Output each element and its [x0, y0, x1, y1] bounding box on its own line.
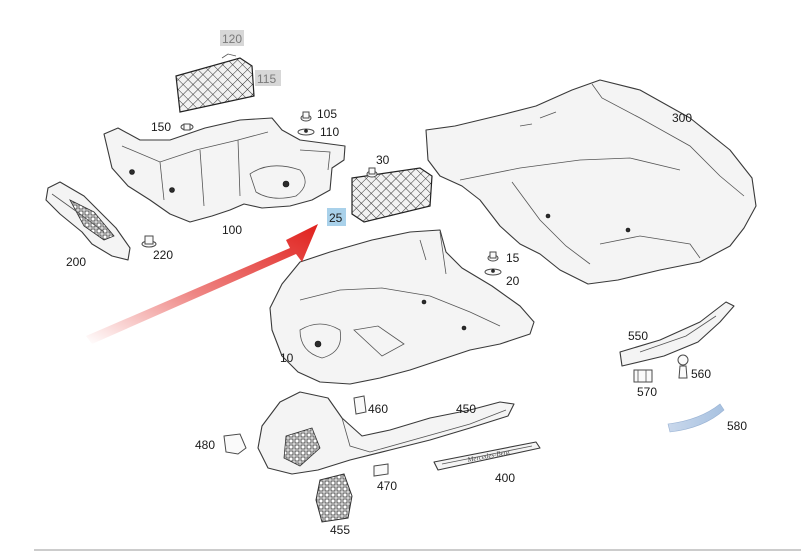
- callout-550[interactable]: 550: [628, 329, 648, 343]
- red-pointer-arrow: [86, 224, 318, 344]
- fastener-110: [297, 128, 315, 136]
- callout-455[interactable]: 455: [330, 523, 350, 537]
- part-25-mesh-pocket: [351, 167, 433, 223]
- callout-480[interactable]: 480: [195, 438, 215, 452]
- part-455-grid-cover: [315, 473, 353, 523]
- callout-15[interactable]: 15: [506, 251, 520, 265]
- part-200-side-trim: [45, 181, 131, 261]
- callout-115[interactable]: 115: [257, 72, 276, 86]
- callout-300[interactable]: 300: [672, 111, 692, 125]
- part-400-sill-plate: Mercedes-Benz: [433, 441, 541, 471]
- callout-120-box: [220, 30, 244, 46]
- callout-115-box: [255, 70, 281, 86]
- callout-460[interactable]: 460: [368, 402, 388, 416]
- callout-560[interactable]: 560: [691, 367, 711, 381]
- part-480-clip: [223, 433, 247, 455]
- callout-20[interactable]: 20: [506, 274, 520, 288]
- callout-200[interactable]: 200: [66, 255, 86, 269]
- part-560-clip: [677, 354, 689, 379]
- part-460-clip: [353, 395, 367, 415]
- part-550-rear-sill: [619, 301, 735, 367]
- callout-400[interactable]: 400: [495, 471, 515, 485]
- part-10-main-carpet: [269, 229, 535, 385]
- callout-220[interactable]: 220: [153, 248, 173, 262]
- callout-10[interactable]: 10: [280, 351, 294, 365]
- callout-580[interactable]: 580: [727, 419, 747, 433]
- callout-450[interactable]: 450: [456, 402, 476, 416]
- fastener-220: [141, 235, 157, 248]
- fastener-105: [300, 111, 312, 122]
- fastener-30: [366, 167, 378, 178]
- callout-110[interactable]: 110: [320, 125, 339, 139]
- fastener-150: [180, 123, 194, 131]
- part-115-mesh-pocket: [175, 53, 255, 113]
- part-570-bracket: [633, 369, 653, 383]
- callout-25-box: [327, 208, 346, 226]
- callout-470[interactable]: 470: [377, 479, 397, 493]
- part-470-clip: [373, 463, 389, 477]
- callout-570[interactable]: 570: [637, 385, 657, 399]
- callout-150[interactable]: 150: [151, 120, 171, 134]
- part-450-sill-trim: [257, 391, 515, 475]
- callout-25[interactable]: 25: [329, 211, 343, 225]
- fastener-20: [484, 268, 502, 276]
- callout-100[interactable]: 100: [222, 223, 242, 237]
- sill-plate-brand-text: Mercedes-Benz: [466, 448, 511, 464]
- part-100-rear-carpet: [103, 117, 346, 223]
- callout-105[interactable]: 105: [317, 107, 337, 121]
- part-300-front-carpet: [425, 79, 757, 285]
- callout-30[interactable]: 30: [376, 153, 390, 167]
- part-580-trim-strip: [667, 403, 725, 433]
- fastener-15: [487, 251, 499, 262]
- callout-120[interactable]: 120: [222, 32, 242, 46]
